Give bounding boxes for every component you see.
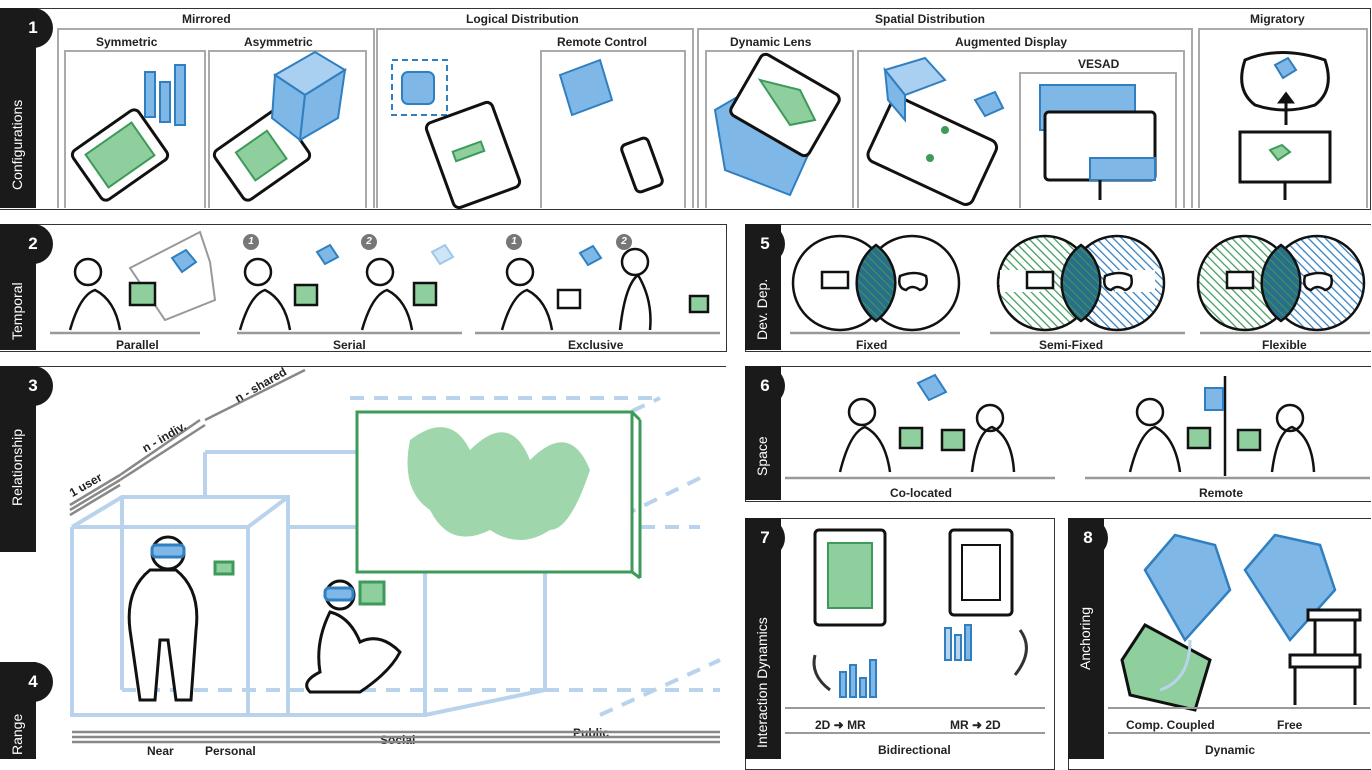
logical-illustration [392, 60, 664, 209]
interaction-illustrations [785, 530, 1045, 733]
dynamic-lens-illustration [715, 52, 841, 195]
space-illustrations [785, 375, 1370, 478]
temporal-illustrations [50, 232, 720, 333]
symmetric-illustration [70, 65, 185, 203]
device-dependency-illustrations [790, 236, 1370, 333]
augmented-display-illustration [865, 58, 1003, 207]
asymmetric-illustration [212, 52, 345, 203]
vesad-illustration [1040, 85, 1155, 200]
migratory-illustration [1240, 53, 1330, 201]
anchoring-illustrations [1108, 535, 1370, 733]
